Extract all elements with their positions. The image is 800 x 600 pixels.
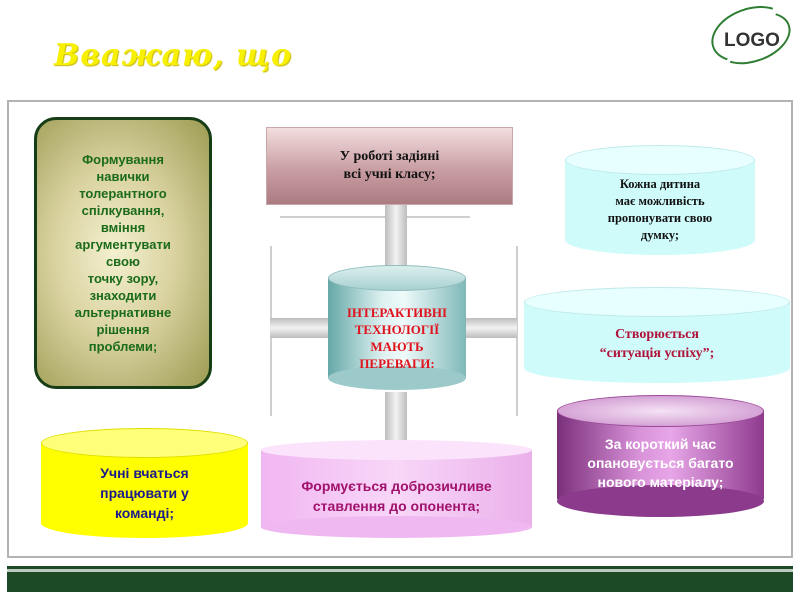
connector-left [270, 318, 328, 338]
right-top-text: Кожна дитина має можливість пропонувати … [607, 177, 713, 242]
top-advantage-box: У роботі задіяні всі учні класу; [266, 127, 513, 205]
left-advantage-text: Формування навички толерантного спілкува… [74, 152, 172, 354]
logo: LOGO [703, 0, 798, 74]
slide-title: Вважаю, що [54, 38, 293, 73]
connector-bottom [385, 392, 407, 448]
connector-line [280, 216, 470, 218]
logo-text: LOGO [724, 30, 780, 51]
left-advantage-box: Формування навички толерантного спілкува… [34, 117, 212, 389]
right-bottom-text: За короткий час опановується багато ново… [587, 435, 734, 490]
right-top-cylinder: Кожна дитина має можливість пропонувати … [565, 145, 755, 255]
connector-line [516, 246, 518, 416]
right-bottom-cylinder: За короткий час опановується багато ново… [557, 395, 764, 517]
footer-stripe [7, 569, 793, 572]
bottom-left-cylinder: Учні вчаться працювати у команді; [41, 428, 248, 538]
center-cylinder: ІНТЕРАКТИВНІ ТЕХНОЛОГІЇ МАЮТЬ ПЕРЕВАГИ: [328, 265, 466, 390]
bottom-center-text: Формується доброзичливе ставлення до опо… [301, 478, 492, 514]
top-advantage-text: У роботі задіяні всі учні класу; [339, 149, 440, 182]
bottom-left-text: Учні вчаться працювати у команді; [100, 465, 189, 521]
connector-top [385, 205, 407, 267]
bottom-center-cylinder: Формується доброзичливе ставлення до опо… [261, 440, 532, 538]
center-text: ІНТЕРАКТИВНІ ТЕХНОЛОГІЇ МАЮТЬ ПЕРЕВАГИ: [346, 305, 448, 371]
right-middle-cylinder: Створюється “ситуація успіху”; [524, 287, 790, 383]
connector-right [465, 318, 517, 338]
right-middle-text: Створюється “ситуація успіху”; [599, 327, 715, 361]
